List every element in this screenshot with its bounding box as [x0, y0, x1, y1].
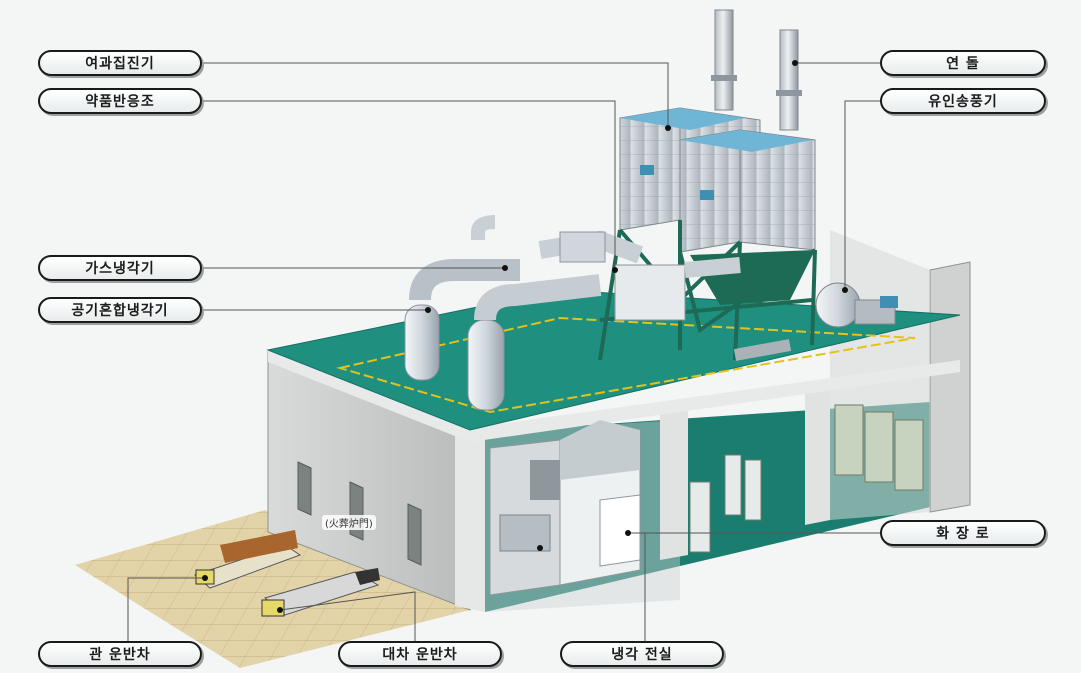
label-gas-cooler: 가스냉각기 — [38, 255, 202, 281]
label-filter-dust-collector: 여과집진기 — [38, 50, 202, 76]
label-induced-fan: 유인송풍기 — [880, 88, 1046, 114]
leader-lines — [127, 62, 880, 655]
entrance-floor — [75, 510, 470, 668]
coffin-cart-illustration — [194, 530, 302, 589]
label-cart-carrier: 대차 운반차 — [338, 641, 502, 667]
leader-dots — [202, 60, 848, 613]
label-chimney: 연 돌 — [880, 50, 1046, 76]
label-cremation-furnace: 화 장 로 — [880, 520, 1046, 546]
fan-illustration — [815, 282, 898, 328]
label-air-mix-cooler: 공기혼합냉각기 — [38, 297, 202, 323]
furnace-door-tag: (火葬炉門) — [322, 515, 376, 530]
furnace-units — [489, 420, 641, 596]
transfer-cart-illustration — [261, 568, 380, 617]
label-coffin-carrier: 관 운반차 — [38, 641, 202, 667]
label-chemical-reactor: 약품반응조 — [38, 88, 202, 114]
cooler-ducts — [404, 215, 792, 411]
label-cooling-room: 냉각 전실 — [560, 641, 724, 667]
bag-filter-illustration — [619, 107, 816, 253]
